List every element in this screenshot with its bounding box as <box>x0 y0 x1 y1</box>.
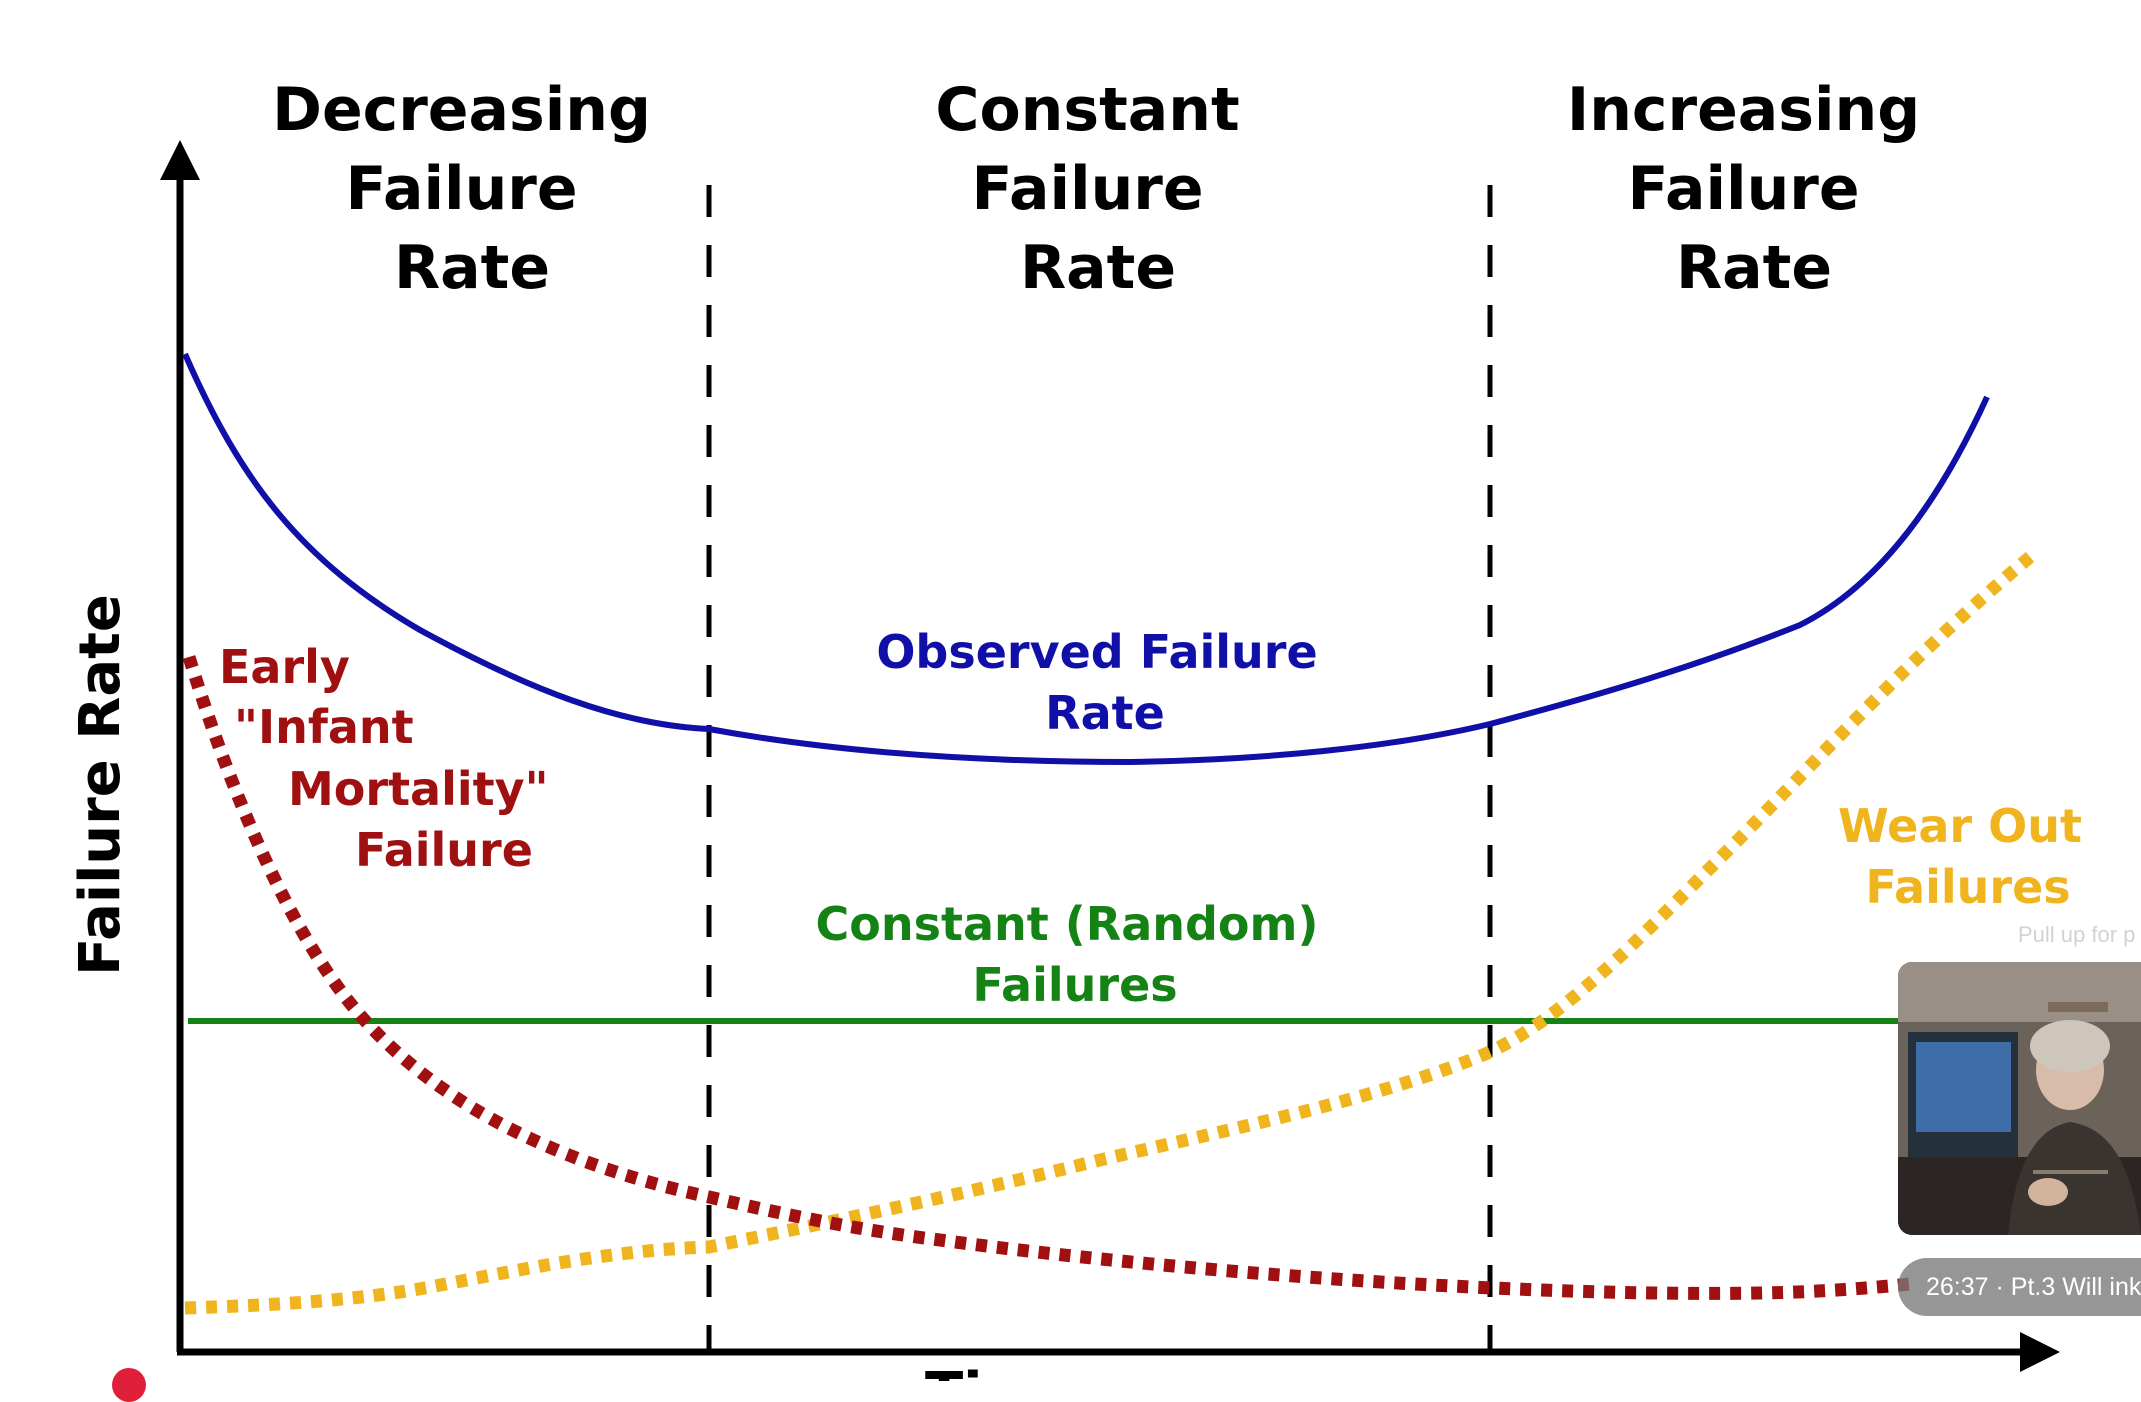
series-label-observed: Observed Failure Rate <box>876 625 1333 740</box>
region-title-line: Failure <box>346 154 578 224</box>
series-label-line: "Infant <box>234 700 414 754</box>
region-title-line: Increasing <box>1567 75 1920 145</box>
region-title-line: Decreasing <box>272 75 651 145</box>
x-axis-arrow <box>2020 1332 2060 1372</box>
region-title-line: Constant <box>935 75 1239 145</box>
presenter-thumbnail-image <box>1898 962 2141 1235</box>
red-record-dot <box>112 1368 146 1402</box>
series-label-line: Failure <box>355 823 533 877</box>
series-infant-line <box>182 655 1911 1300</box>
region-title-line: Failure <box>1628 154 1860 224</box>
y-axis-label: Failure Rate <box>68 594 133 976</box>
series-observed-line <box>182 352 1990 766</box>
chapter-pill[interactable]: 26:37 · Pt.3 Will ink <box>1898 1258 2141 1316</box>
x-axis-label: Ti <box>925 1361 982 1381</box>
series-label-line: Failures <box>1865 860 2070 914</box>
series-label-line: Observed Failure <box>876 625 1317 679</box>
region-title-decreasing: Decreasing Failure Rate <box>272 75 672 303</box>
series-label-wearout: Wear Out Failures <box>1838 799 2098 914</box>
region-title-line: Rate <box>1020 233 1176 303</box>
y-axis-arrow <box>160 140 200 180</box>
series-label-line: Failures <box>972 958 1177 1012</box>
series-label-line: Wear Out <box>1838 799 2082 853</box>
series-wearout-line <box>184 552 2035 1315</box>
region-title-increasing: Increasing Failure Rate <box>1567 75 1941 303</box>
series-label-line: Early <box>219 640 350 694</box>
series-label-line: Constant (Random) <box>815 897 1318 951</box>
series-label-line: Rate <box>1045 686 1165 740</box>
series-label-constant: Constant (Random) Failures <box>815 897 1334 1012</box>
region-title-line: Failure <box>972 154 1204 224</box>
video-thumbnail[interactable] <box>1898 962 2141 1235</box>
series-label-line: Mortality" <box>288 762 549 816</box>
region-title-line: Rate <box>394 233 550 303</box>
region-title-constant: Constant Failure Rate <box>935 75 1260 303</box>
region-title-line: Rate <box>1676 233 1832 303</box>
series-label-infant: Early "Infant Mortality" Failure <box>219 640 565 877</box>
pull-up-hint: Pull up for p <box>2018 922 2136 947</box>
